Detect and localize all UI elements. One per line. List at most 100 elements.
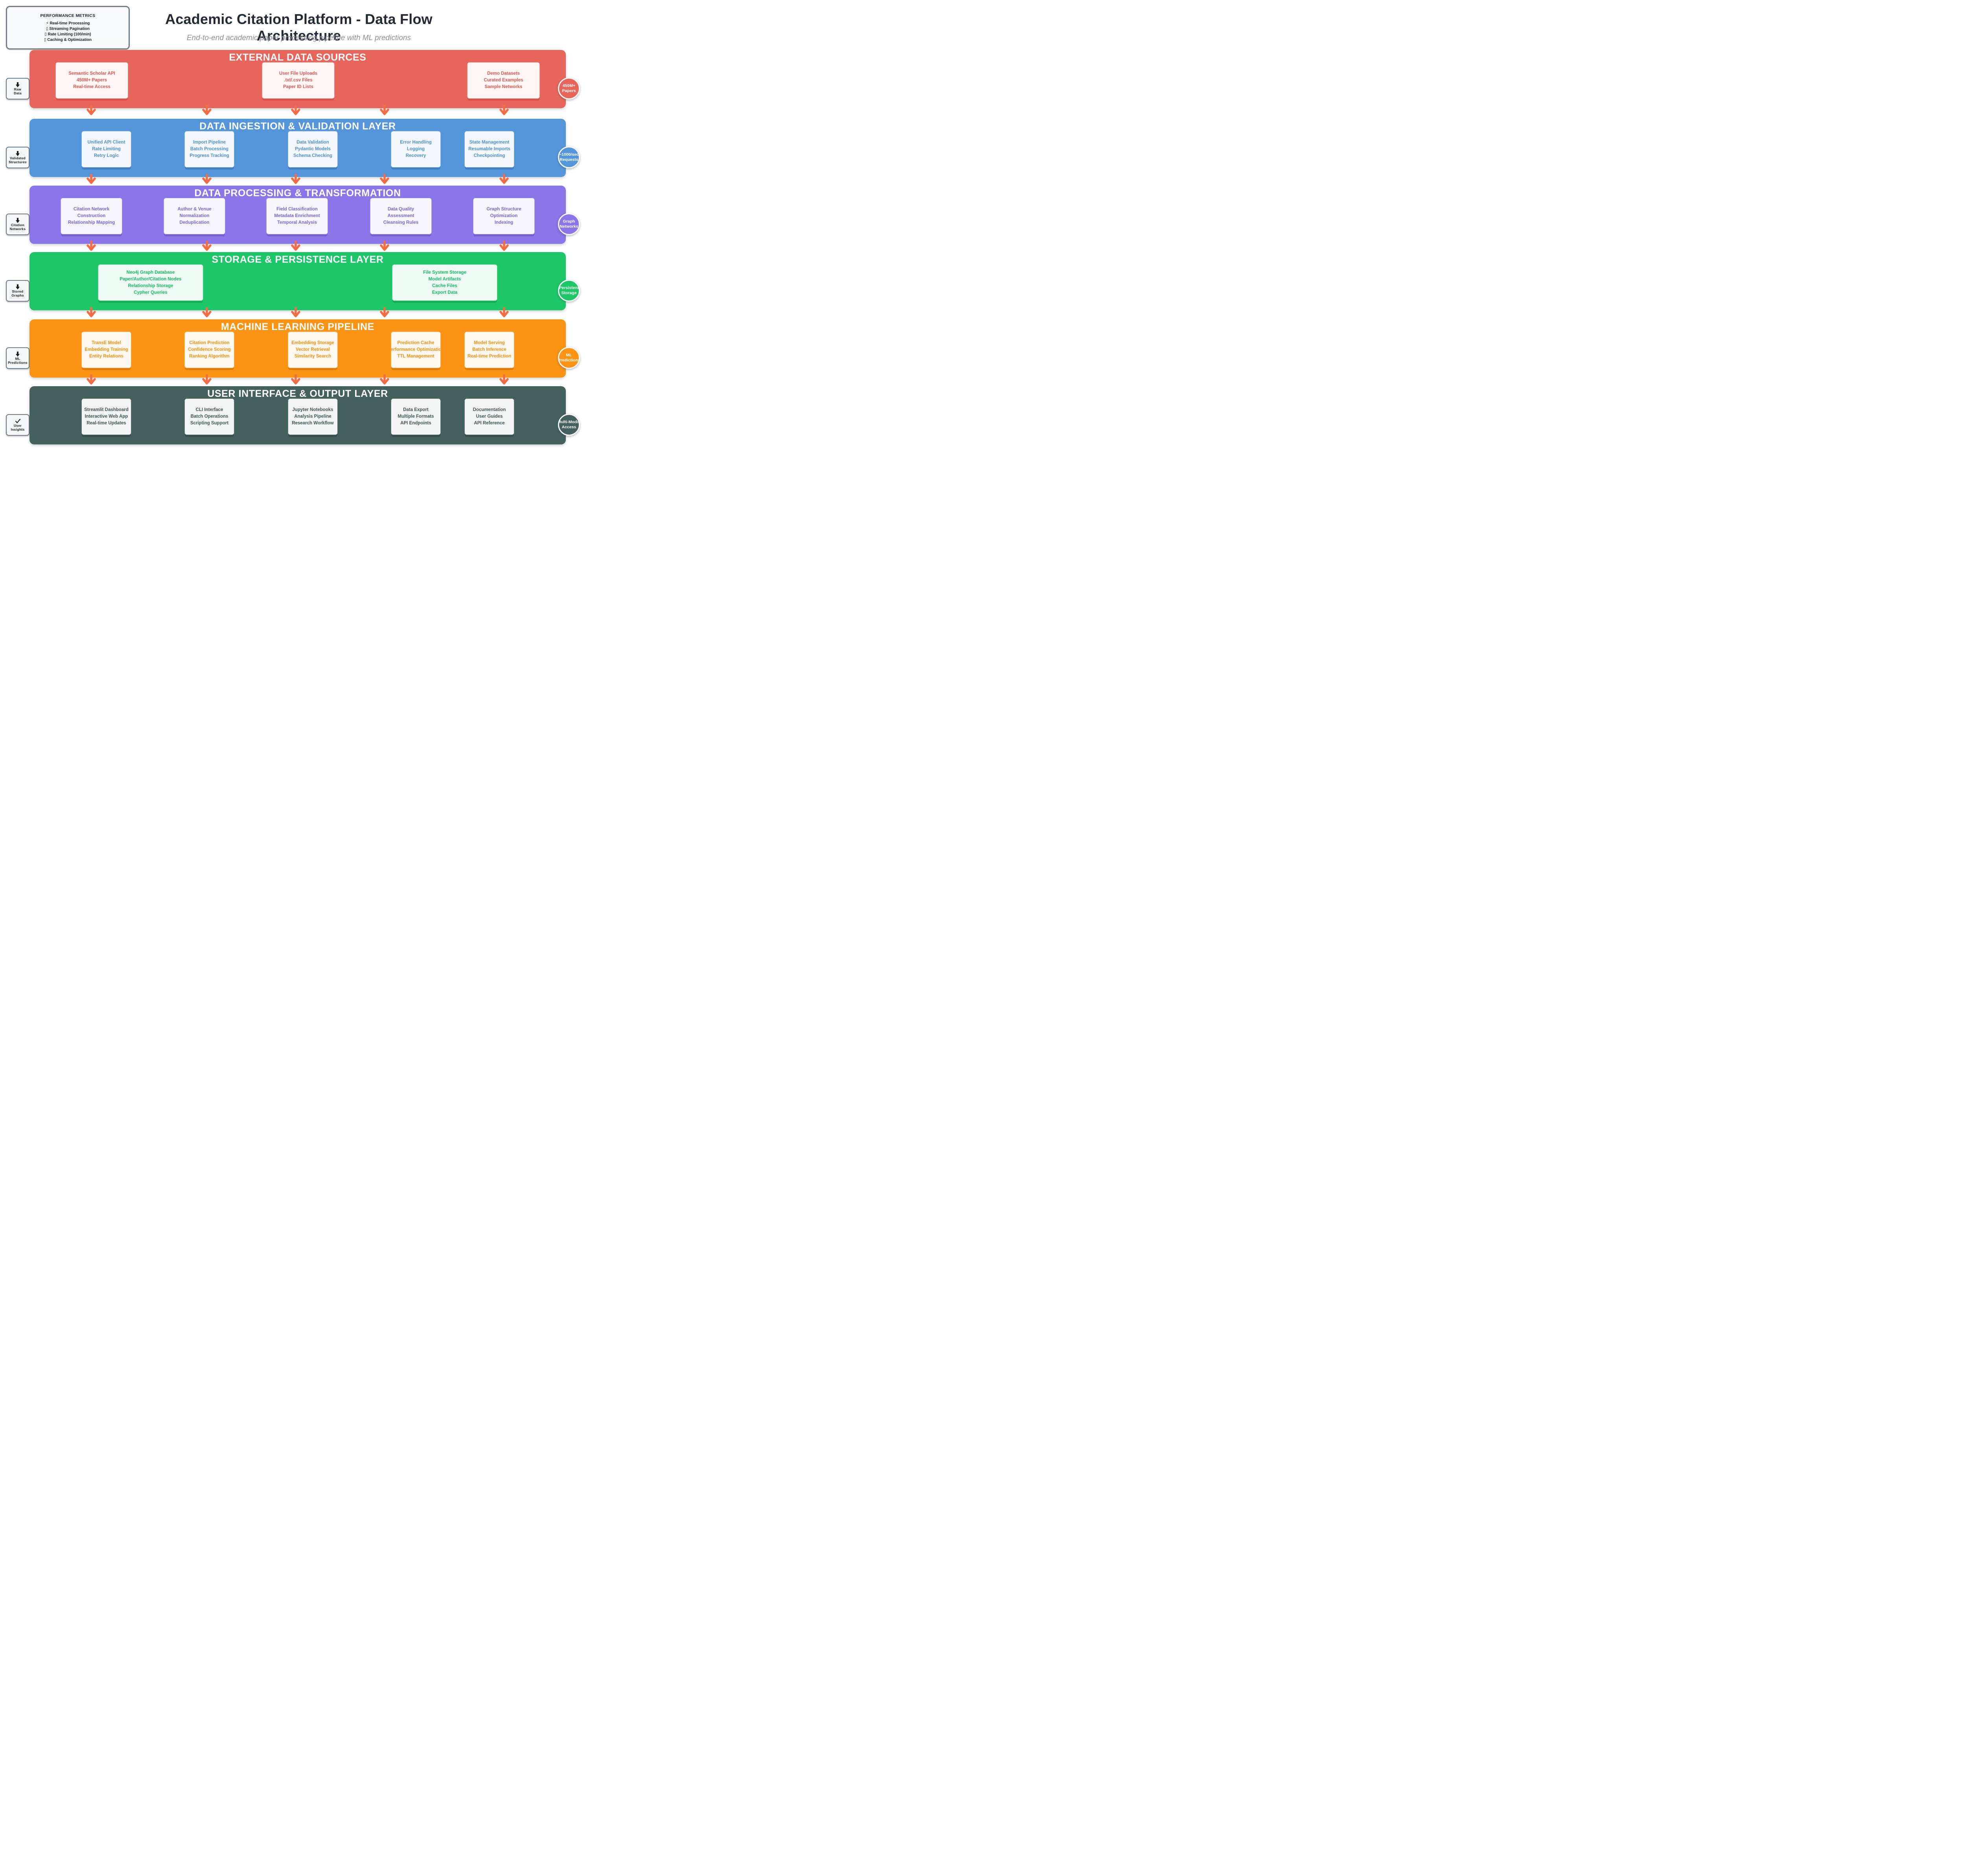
layer-title-data-processing-transformation: DATA PROCESSING & TRANSFORMATION — [194, 188, 401, 199]
down-arrow-icon — [15, 82, 20, 87]
node-line: Model Serving — [474, 341, 505, 345]
badge-text: Multi-Modal — [558, 420, 580, 424]
flow-arrow-icon — [202, 374, 212, 388]
flow-arrow-icon — [291, 374, 301, 388]
node-line: State Management — [469, 140, 510, 145]
side-label-text: Stored — [12, 289, 24, 293]
flow-arrow-icon — [86, 374, 96, 388]
node-line: Real-time Updates — [87, 421, 126, 426]
flow-arrow-icon — [86, 173, 96, 187]
side-label-text: Networks — [9, 227, 26, 231]
node-line: Model Artifacts — [428, 276, 461, 282]
badge-text: Storage — [561, 291, 577, 295]
side-label-text: Citation — [11, 223, 25, 227]
page-subtitle: End-to-end academic paper processing pip… — [187, 34, 411, 42]
flow-arrow-icon — [291, 173, 301, 187]
layer-title-storage-persistence: STORAGE & PERSISTENCE LAYER — [212, 254, 384, 265]
down-arrow-icon — [15, 217, 20, 223]
node-line: API Reference — [474, 421, 505, 426]
node-line: Sample Networks — [484, 85, 523, 89]
flow-arrow-icon — [499, 105, 509, 118]
layer-band-data-processing-transformation: DATA PROCESSING & TRANSFORMATION Citation… — [29, 186, 566, 244]
node-line: TTL Management — [397, 354, 434, 359]
check-icon — [15, 418, 20, 424]
node-line: Streamlit Dashboard — [84, 407, 129, 412]
node-line: Ranking Algorithm — [189, 354, 230, 359]
node-line: Semantic Scholar API — [68, 71, 115, 76]
node-line: Resumable Imports — [468, 147, 510, 151]
node-line: Vector Retrieval — [296, 347, 330, 352]
down-arrow-icon — [15, 351, 20, 357]
node-line: Cache Files — [432, 283, 457, 288]
node-line: Logging — [407, 147, 425, 151]
performance-metric-item-1: ▯ Streaming Pagination — [46, 26, 90, 31]
layer-band-user-interface-output: USER INTERFACE & OUTPUT LAYER Streamlit D… — [29, 386, 566, 444]
node-line: Confidence Scoring — [188, 347, 231, 352]
flow-arrow-icon — [379, 307, 390, 321]
node-line: Neo4j Graph Database — [126, 270, 175, 275]
node-line: Optimization — [490, 214, 518, 218]
diagram-canvas: PERFORMANCE METRICS ⚡ Real-time Processi… — [0, 0, 587, 469]
layer-band-storage-persistence: STORAGE & PERSISTENCE LAYER Neo4j Graph D… — [29, 252, 566, 310]
node-line: Real-time Prediction — [467, 354, 512, 359]
node-line: Curated Examples — [484, 78, 523, 83]
node-line: User Guides — [476, 414, 503, 419]
down-arrow-icon — [15, 284, 20, 289]
side-label-text: Raw — [14, 87, 22, 91]
layer-title-user-interface-output: USER INTERFACE & OUTPUT LAYER — [207, 388, 388, 399]
node-line: Interactive Web App — [85, 414, 128, 419]
node-line: Assessment — [387, 214, 414, 218]
node-line: Author & Venue — [177, 207, 212, 212]
node-line: Embedding Storage — [291, 341, 334, 345]
node-line: Indexing — [494, 220, 514, 225]
badge-text: Graph — [563, 219, 575, 224]
badge-text: Papers — [562, 88, 576, 93]
flow-arrow-icon — [379, 105, 390, 118]
node-line: Relationship Storage — [128, 283, 173, 288]
node-line: Documentation — [473, 407, 506, 412]
flow-arrow-icon — [499, 173, 509, 187]
flow-arrow-icon — [499, 240, 509, 254]
node-line: Citation Network — [73, 207, 110, 212]
badge-text: ML — [566, 353, 572, 358]
node-line: Retry Logic — [94, 153, 119, 158]
performance-metric-item-0: ⚡ Real-time Processing — [46, 21, 90, 26]
badge-text: Networks — [560, 224, 578, 229]
node-line: Batch Inference — [472, 347, 506, 352]
node-line: Graph Structure — [486, 207, 521, 212]
node-line: Cleansing Rules — [383, 220, 419, 225]
node-line: Batch Operations — [190, 414, 228, 419]
node-line: Unified API Client — [87, 140, 125, 145]
badge-text: Requests — [560, 157, 578, 162]
node-line: Entity Relations — [89, 354, 123, 359]
node-line: Error Handling — [400, 140, 432, 145]
node-line: Paper/Author/Citation Nodes — [120, 276, 182, 282]
node-line: Deduplication — [179, 220, 210, 225]
node-line: CLI Interface — [195, 407, 223, 412]
badge-text: Persistent — [559, 286, 579, 290]
side-label-text: User — [13, 423, 22, 428]
side-label-text: Validated — [9, 156, 26, 160]
